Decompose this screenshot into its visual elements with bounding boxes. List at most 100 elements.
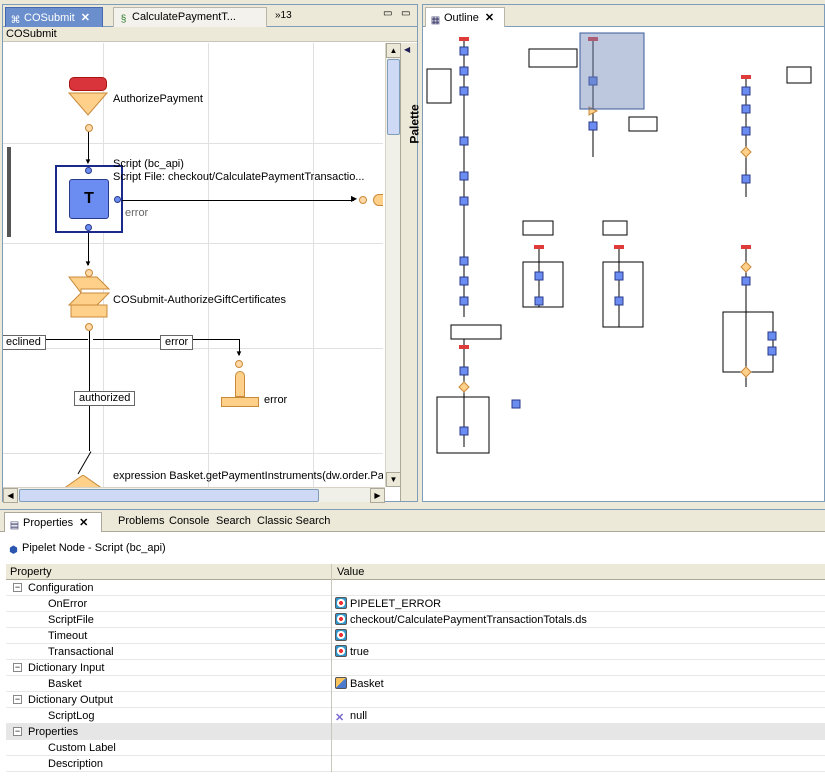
property-label: ScriptLog bbox=[48, 710, 95, 722]
property-row[interactable]: Basket Basket bbox=[6, 676, 825, 692]
branch-declined[interactable]: eclined bbox=[3, 335, 46, 350]
outline-thumbnail[interactable] bbox=[423, 27, 825, 503]
properties-view: ▤Properties✕ Problems Console Search Cla… bbox=[0, 509, 825, 778]
editor-horizontal-scrollbar[interactable]: ◀ ▶ bbox=[3, 487, 385, 503]
tab-classic-search[interactable]: Classic Search bbox=[257, 515, 331, 527]
tab-calculate-payment[interactable]: §CalculatePaymentT... bbox=[113, 7, 267, 27]
property-value: true bbox=[350, 646, 369, 658]
minimize-button[interactable]: ▭ bbox=[383, 8, 393, 19]
target-icon bbox=[335, 613, 347, 625]
decision-node-label: expression Basket.getPaymentInstruments(… bbox=[113, 470, 383, 482]
connector-dot bbox=[85, 323, 93, 331]
editor-vertical-scrollbar[interactable]: ▲ ▼ bbox=[385, 43, 401, 487]
property-value-cell[interactable]: Basket bbox=[333, 676, 384, 692]
palette-panel[interactable]: ◀ Palette bbox=[400, 43, 422, 501]
collapse-icon[interactable]: − bbox=[13, 726, 22, 736]
properties-icon: ▤ bbox=[9, 520, 20, 531]
property-value-cell[interactable]: checkout/CalculatePaymentTransactionTota… bbox=[333, 612, 587, 628]
scroll-up-icon[interactable]: ▲ bbox=[386, 43, 401, 58]
selection-marker bbox=[7, 147, 11, 237]
script-node-file: Script File: checkout/CalculatePaymentTr… bbox=[113, 171, 365, 183]
property-value: null bbox=[350, 710, 368, 722]
palette-toggle-icon[interactable]: ◀ bbox=[404, 45, 411, 54]
property-label: OnError bbox=[48, 598, 88, 610]
property-value-cell[interactable] bbox=[333, 628, 350, 644]
property-label: Basket bbox=[48, 678, 82, 690]
property-label: Dictionary Input bbox=[28, 662, 105, 674]
close-icon[interactable]: ✕ bbox=[80, 12, 90, 24]
collapse-icon[interactable]: − bbox=[13, 582, 22, 592]
property-label: Custom Label bbox=[48, 742, 116, 754]
tab-problems[interactable]: Problems bbox=[118, 515, 165, 527]
property-category[interactable]: −Dictionary Output bbox=[6, 692, 825, 708]
tab-properties[interactable]: ▤Properties✕ bbox=[4, 512, 102, 532]
property-row[interactable]: ScriptLog ✕ null bbox=[6, 708, 825, 724]
join-node[interactable] bbox=[373, 194, 383, 206]
scroll-down-icon[interactable]: ▼ bbox=[386, 472, 401, 487]
branch-authorized[interactable]: authorized bbox=[74, 391, 136, 406]
start-node-label: AuthorizePayment bbox=[113, 93, 203, 105]
scroll-right-icon[interactable]: ▶ bbox=[370, 488, 385, 503]
scroll-thumb[interactable] bbox=[387, 59, 400, 135]
property-value: checkout/CalculatePaymentTransactionTota… bbox=[350, 614, 587, 626]
breadcrumb: COSubmit bbox=[3, 27, 417, 42]
collapse-icon[interactable]: − bbox=[13, 662, 22, 672]
property-value: PIPELET_ERROR bbox=[350, 598, 442, 610]
call-node-label: COSubmit-AuthorizeGiftCertificates bbox=[113, 294, 286, 306]
tab-console[interactable]: Console bbox=[169, 515, 210, 527]
property-row[interactable]: OnError PIPELET_ERROR bbox=[6, 596, 825, 612]
collapse-icon[interactable]: − bbox=[13, 694, 22, 704]
error-connector-label: error bbox=[125, 207, 149, 219]
script-node-icon: T bbox=[69, 179, 109, 219]
null-icon: ✕ bbox=[335, 712, 345, 724]
object-icon bbox=[335, 677, 347, 689]
property-label: Description bbox=[48, 758, 104, 770]
pipeline-icon: ⌘ bbox=[10, 15, 21, 26]
property-category[interactable]: −Properties bbox=[6, 724, 825, 740]
pipelet-node-icon: ⬢ bbox=[9, 545, 18, 556]
end-node-error-label: error bbox=[264, 394, 288, 406]
start-node[interactable] bbox=[67, 77, 109, 117]
property-row[interactable]: Description bbox=[6, 756, 825, 772]
script-node[interactable]: T bbox=[55, 165, 123, 233]
column-header-value[interactable]: Value bbox=[337, 566, 365, 578]
outline-view: ▦Outline✕ bbox=[422, 4, 825, 502]
tab-search[interactable]: Search bbox=[216, 515, 251, 527]
outline-viewport[interactable] bbox=[579, 32, 645, 110]
scroll-thumb[interactable] bbox=[19, 489, 319, 502]
property-row[interactable]: Timeout bbox=[6, 628, 825, 644]
target-icon bbox=[335, 645, 347, 657]
column-header-property[interactable]: Property bbox=[6, 564, 332, 580]
connector-dot bbox=[85, 124, 93, 132]
scroll-left-icon[interactable]: ◀ bbox=[3, 488, 18, 503]
property-value: Basket bbox=[350, 678, 384, 690]
property-row[interactable]: Custom Label bbox=[6, 740, 825, 756]
call-node[interactable] bbox=[67, 275, 111, 321]
property-label: Dictionary Output bbox=[28, 694, 113, 706]
decision-node[interactable] bbox=[63, 474, 103, 487]
property-value-cell[interactable]: true bbox=[333, 644, 369, 660]
script-icon: § bbox=[120, 14, 127, 25]
close-icon[interactable]: ✕ bbox=[79, 517, 89, 529]
property-category[interactable]: −Configuration bbox=[6, 580, 825, 596]
property-value-cell[interactable]: PIPELET_ERROR bbox=[333, 596, 441, 612]
property-label: Timeout bbox=[48, 630, 88, 642]
end-node-error[interactable] bbox=[221, 371, 259, 413]
maximize-button[interactable]: ▭ bbox=[401, 8, 411, 19]
property-category[interactable]: −Dictionary Input bbox=[6, 660, 825, 676]
connector-dot bbox=[359, 196, 367, 204]
tab-outline[interactable]: ▦Outline✕ bbox=[425, 7, 505, 27]
property-value-cell[interactable]: ✕ null bbox=[333, 708, 367, 724]
properties-title: ⬢Pipelet Node - Script (bc_api) bbox=[9, 542, 166, 556]
pipeline-canvas[interactable]: AuthorizePayment ▼ T Script (bc_api) Scr… bbox=[3, 43, 383, 487]
tab-overflow[interactable]: »13 bbox=[275, 10, 292, 21]
close-icon[interactable]: ✕ bbox=[484, 12, 495, 24]
editor-tab-strip: ⌘COSubmit✕ §CalculatePaymentT... »13 ▭ ▭ bbox=[3, 5, 417, 27]
property-label: Properties bbox=[28, 726, 79, 738]
property-label: Transactional bbox=[48, 646, 114, 658]
property-row[interactable]: Transactional true bbox=[6, 644, 825, 660]
tab-cosubmit[interactable]: ⌘COSubmit✕ bbox=[5, 7, 103, 27]
branch-error[interactable]: error bbox=[160, 335, 194, 350]
